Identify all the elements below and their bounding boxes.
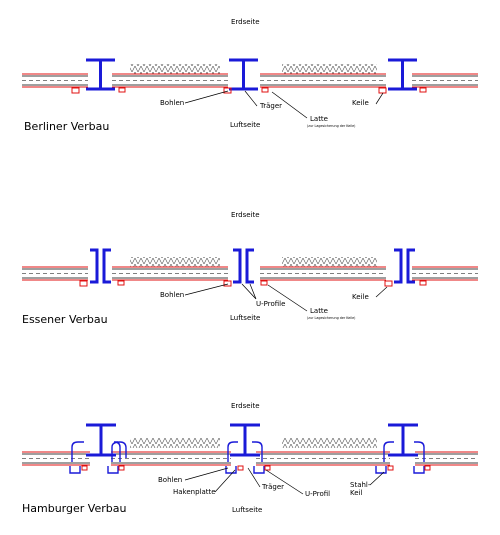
soil-hatch xyxy=(130,64,220,74)
stahl-keil-leader xyxy=(369,471,385,486)
timber-planks xyxy=(22,73,478,88)
berliner-verbau-section: Erdseite Bohlen T xyxy=(22,18,478,133)
traeger-label: Träger xyxy=(261,483,284,491)
section-title: Hamburger Verbau xyxy=(22,502,126,515)
earth-side-label: Erdseite xyxy=(231,211,260,219)
latte-and-wedges xyxy=(71,87,427,94)
soil-hatch xyxy=(130,438,220,448)
soil-hatch xyxy=(282,64,377,74)
essener-verbau-section: Erdseite Bohlen xyxy=(22,211,478,326)
keile-leader xyxy=(375,286,388,298)
bohlen-leader xyxy=(184,467,229,481)
air-side-label: Luftseite xyxy=(230,121,260,129)
section-title: Essener Verbau xyxy=(22,313,108,326)
u-profil-leader xyxy=(265,469,304,495)
keile-label: Keile xyxy=(352,293,369,301)
stahl-label: Stahl- xyxy=(350,481,371,489)
u-profile-waler xyxy=(69,466,425,474)
u-profile-label: U-Profile xyxy=(256,300,285,308)
traeger-leader xyxy=(247,467,261,488)
soil-hatch xyxy=(282,257,377,267)
latte-label: Latte xyxy=(310,307,328,315)
bohlen-label: Bohlen xyxy=(158,476,182,484)
latte-label: Latte xyxy=(310,115,328,123)
bohlen-label: Bohlen xyxy=(160,291,184,299)
i-beam-girder xyxy=(86,58,417,91)
steel-wedges xyxy=(81,465,431,471)
keil-label: Keil xyxy=(350,489,362,497)
earth-side-label: Erdseite xyxy=(231,402,260,410)
bohlen-label: Bohlen xyxy=(160,99,184,107)
soil-hatch xyxy=(282,438,377,448)
latte-note: (zur Lagesicherung der Keile) xyxy=(307,124,355,128)
i-beam-girder xyxy=(86,423,418,457)
bohlen-leader xyxy=(184,283,229,296)
traeger-leader xyxy=(244,90,258,107)
bohlen-leader xyxy=(184,90,229,104)
air-side-label: Luftseite xyxy=(232,506,262,514)
earth-side-label: Erdseite xyxy=(231,18,260,26)
timber-planks xyxy=(22,266,478,281)
keile-leader xyxy=(375,92,384,105)
hakenplatte-leader xyxy=(214,469,236,493)
latte-note: (zur Lagesicherung der Keile) xyxy=(307,316,355,320)
timber-planks xyxy=(22,451,478,466)
latte-leader xyxy=(271,91,308,119)
u-profil-label: U-Profil xyxy=(305,490,330,498)
latte-and-wedges xyxy=(79,280,427,287)
soil-hatch xyxy=(130,257,220,267)
u-profile-pair xyxy=(90,248,415,284)
hakenplatte-label: Hakenplatte xyxy=(173,488,216,496)
hamburger-verbau-section: Erdseite xyxy=(22,402,478,515)
keile-label: Keile xyxy=(352,99,369,107)
u-profile-leader xyxy=(241,283,257,300)
latte-leader xyxy=(267,284,308,312)
section-title: Berliner Verbau xyxy=(24,120,109,133)
air-side-label: Luftseite xyxy=(230,314,260,322)
hook-plate xyxy=(71,441,425,462)
traeger-label: Träger xyxy=(259,102,282,110)
